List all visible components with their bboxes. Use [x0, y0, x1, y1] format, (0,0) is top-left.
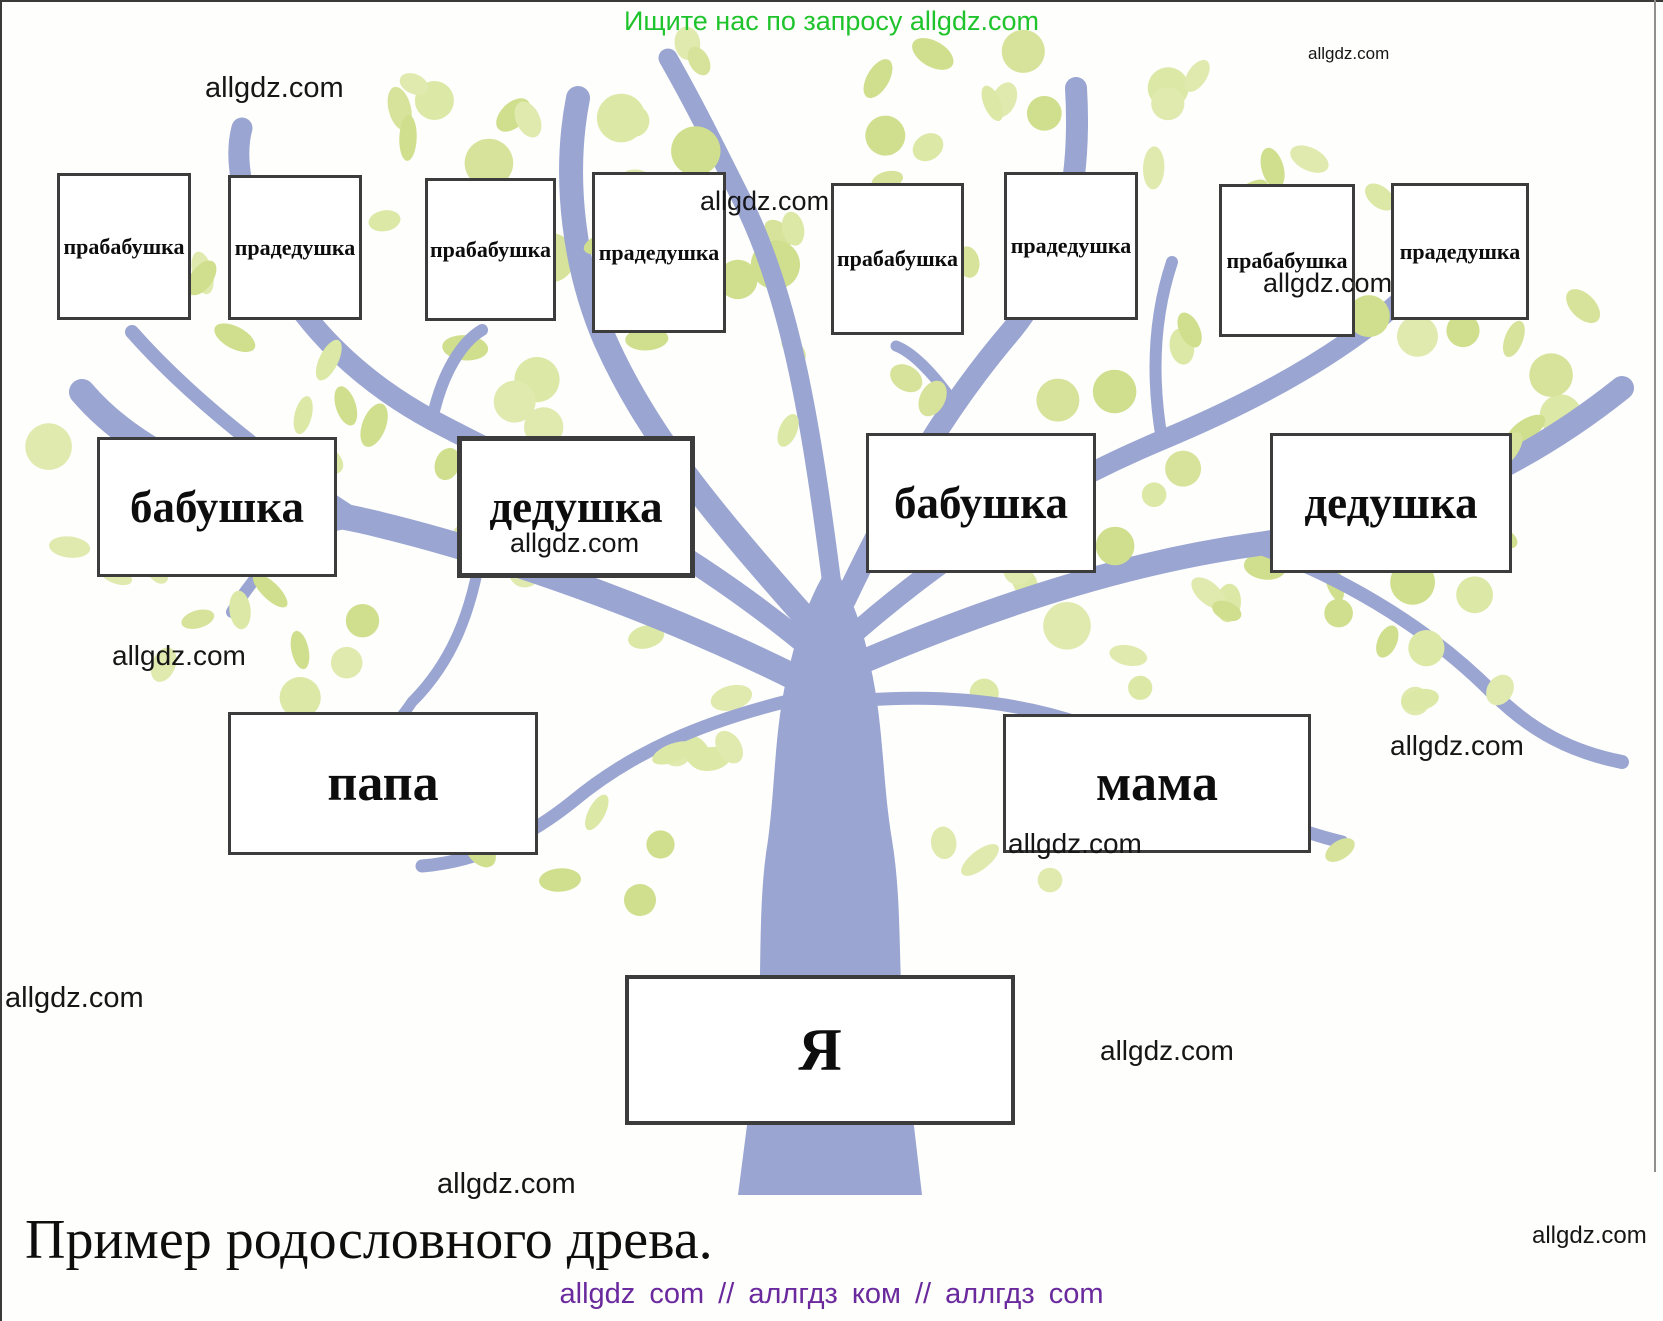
watermark-mid-left: allgdz.com	[112, 640, 246, 671]
watermark-below-mom: allgdz.com	[1008, 828, 1142, 859]
watermark-upper-right: allgdz.com	[1263, 268, 1393, 298]
box-label: Я	[798, 1017, 842, 1083]
box-label: прадедушка	[1399, 238, 1521, 264]
box-label: прабабушка	[1226, 247, 1348, 273]
watermark-lower-right: allgdz.com	[1100, 1035, 1234, 1066]
box-label: мама	[1095, 754, 1219, 812]
gen3-box-dad: папа	[228, 712, 538, 855]
gen2-box-grandmother-1: бабушка	[97, 437, 337, 577]
gen2-box-grandfather-2: дедушка	[1270, 433, 1512, 573]
top-edge-line	[0, 0, 1663, 2]
watermark-top-left: allgdz.com	[205, 72, 344, 104]
watermark-grandfather-box: allgdz.com	[510, 528, 640, 558]
gen1-box-great-grandfather-2: прадедушка	[592, 172, 726, 333]
watermark-top-right: allgdz.com	[1308, 44, 1390, 63]
right-edge-line	[1654, 0, 1656, 1172]
box-label: прабабушка	[837, 246, 958, 271]
gen1-box-great-grandfather-3: прадедушка	[1004, 172, 1138, 320]
caption-text: Пример родословного древа.	[25, 1209, 713, 1271]
watermark-bottom-right: allgdz.com	[1532, 1222, 1647, 1249]
box-label: прадедушка	[1010, 233, 1132, 258]
box-label: папа	[327, 754, 439, 812]
watermark-mid-right: allgdz.com	[1390, 730, 1524, 761]
box-label: прабабушка	[430, 236, 551, 262]
gen3-box-mom: мама	[1003, 714, 1311, 853]
gen1-box-great-grandfather-1: прадедушка	[228, 175, 362, 320]
watermark-above-caption: allgdz.com	[437, 1168, 576, 1200]
watermark-upper-center: allgdz.com	[700, 186, 830, 216]
left-edge-line	[0, 0, 2, 1321]
gen2-box-grandmother-2: бабушка	[866, 433, 1096, 573]
box-label: бабушка	[893, 477, 1069, 528]
box-label: бабушка	[129, 481, 305, 532]
gen1-box-great-grandmother-4: прабабушка	[1219, 184, 1355, 337]
top-banner-text: Ищите нас по запросу allgdz.com	[624, 6, 1039, 36]
gen1-box-great-grandfather-4: прадедушка	[1391, 183, 1529, 320]
gen4-box-me: Я	[625, 975, 1015, 1125]
footer-text: allgdz com // аллгдз ком // аллгдз com	[559, 1278, 1104, 1310]
box-label: прадедушка	[598, 239, 720, 265]
box-label: прабабушка	[63, 233, 185, 259]
box-label: прадедушка	[234, 234, 356, 260]
watermark-lower-left: allgdz.com	[5, 982, 144, 1014]
box-label: дедушка	[489, 481, 663, 532]
gen1-box-great-grandmother-3: прабабушка	[831, 183, 964, 335]
gen1-box-great-grandmother-2: прабабушка	[425, 178, 556, 321]
box-label: дедушка	[1304, 477, 1478, 528]
gen1-box-great-grandmother-1: прабабушка	[57, 173, 191, 320]
gen2-box-grandfather-1: дедушка	[457, 436, 695, 578]
